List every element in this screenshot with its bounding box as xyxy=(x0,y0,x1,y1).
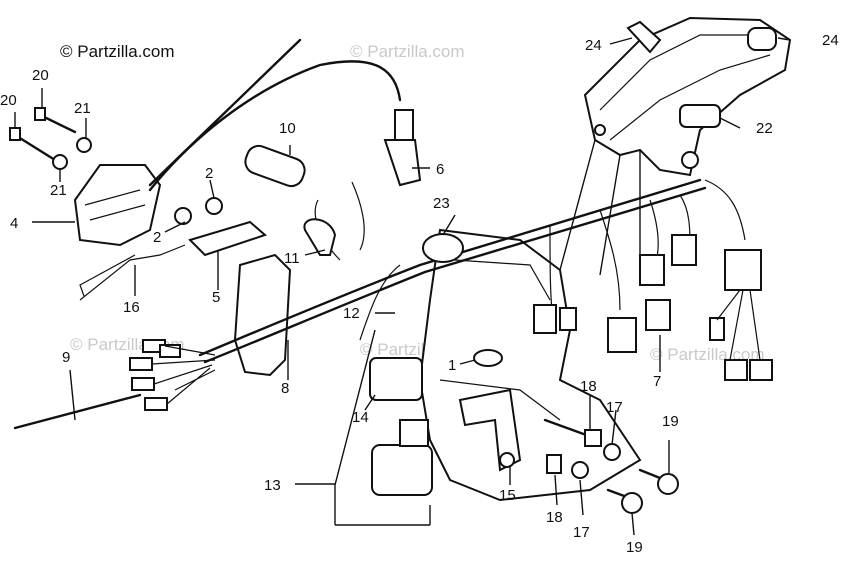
cable-9 xyxy=(13,393,142,430)
callout-1: 1 xyxy=(448,357,456,374)
callout-7: 7 xyxy=(653,373,661,390)
callout-6: 6 xyxy=(436,161,444,178)
callout-18: 18 xyxy=(546,509,563,526)
callout-2: 2 xyxy=(205,165,213,182)
callout-10: 10 xyxy=(279,120,296,137)
clamp-24-right xyxy=(747,27,777,51)
callout-17: 17 xyxy=(606,399,623,416)
bracket-13 xyxy=(334,485,431,526)
callout-21: 21 xyxy=(74,100,91,117)
callout-13: 13 xyxy=(264,477,281,494)
callout-5: 5 xyxy=(212,289,220,306)
callout-22: 22 xyxy=(756,120,773,137)
callout-21: 21 xyxy=(50,182,67,199)
callout-20: 20 xyxy=(0,92,17,109)
callout-14: 14 xyxy=(352,409,369,426)
bracket-5 xyxy=(188,220,267,257)
callout-labels: 20 20 21 21 4 2 2 5 16 10 11 6 23 12 1 9… xyxy=(0,32,839,556)
callout-8: 8 xyxy=(281,380,289,397)
frame-illustration xyxy=(559,16,792,276)
part-4-regulator xyxy=(73,164,162,247)
wire-16 xyxy=(79,244,186,301)
callout-16: 16 xyxy=(123,299,140,316)
clamp-22 xyxy=(679,104,721,128)
bolts-20-21 xyxy=(9,107,92,170)
part-13-switch xyxy=(371,419,433,496)
callout-15: 15 xyxy=(499,487,516,504)
bracket-15 xyxy=(458,388,522,472)
grommet-1 xyxy=(473,349,503,367)
callout-18: 18 xyxy=(580,378,597,395)
callout-12: 12 xyxy=(343,305,360,322)
callout-24: 24 xyxy=(822,32,839,49)
callout-20: 20 xyxy=(32,67,49,84)
band-23 xyxy=(422,233,464,263)
part-10-fuse xyxy=(244,144,306,188)
cable-top xyxy=(148,38,302,187)
callout-11: 11 xyxy=(284,250,300,267)
watermark-text: © Partzilla.com xyxy=(350,42,465,61)
nut-2a xyxy=(174,207,192,225)
connectors xyxy=(533,234,773,381)
part-14-relay xyxy=(369,357,423,401)
callout-24: 24 xyxy=(585,37,602,54)
callout-4: 4 xyxy=(10,215,18,232)
callout-23: 23 xyxy=(433,195,450,212)
callout-17: 17 xyxy=(573,524,590,541)
clamp-11 xyxy=(303,218,337,256)
callout-2: 2 xyxy=(153,229,161,246)
callout-19: 19 xyxy=(626,539,643,556)
nut-2b xyxy=(205,197,223,215)
copyright-text: © Partzilla.com xyxy=(60,42,175,61)
callout-19: 19 xyxy=(662,413,679,430)
wire-16b xyxy=(79,254,136,297)
part-6-plug-cap xyxy=(383,109,422,187)
frame-body xyxy=(233,228,642,502)
connector-bundle-left xyxy=(129,339,216,411)
hardware-17-18-19 xyxy=(543,418,679,514)
clamp-24-left xyxy=(626,20,662,54)
leader-lines xyxy=(14,37,791,536)
bracket-13b xyxy=(334,329,376,486)
callout-9: 9 xyxy=(62,349,70,366)
